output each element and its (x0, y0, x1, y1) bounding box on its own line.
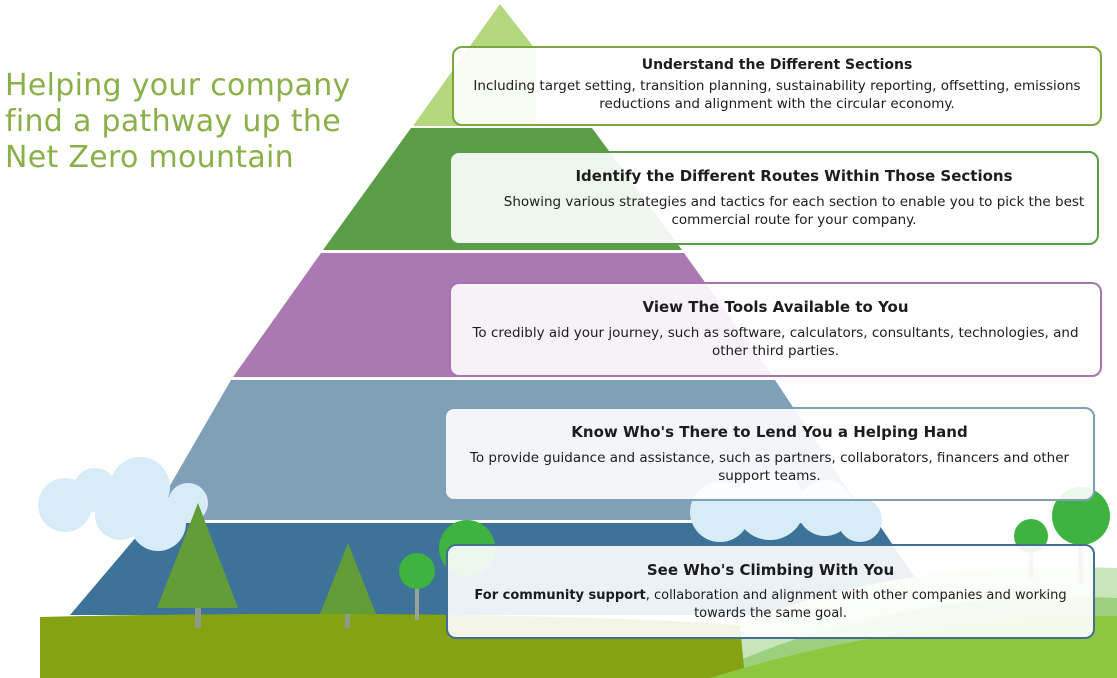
layer-card-identify-routes: Identify the Different Routes Within Tho… (449, 151, 1099, 245)
layer-card-description: Showing various strategies and tactics f… (503, 194, 1085, 228)
page-headline: Helping your company find a pathway up t… (5, 68, 425, 176)
layer-card-description: To provide guidance and assistance, such… (469, 450, 1070, 484)
round-tree-center (399, 553, 435, 620)
layer-card-title: View The Tools Available to You (642, 298, 909, 316)
headline-line-1: Helping your company (5, 68, 351, 103)
layer-card-description: Including target setting, transition pla… (473, 78, 1081, 112)
pine-tree-large (157, 503, 238, 628)
layer-card-title: Identify the Different Routes Within Tho… (575, 167, 1013, 185)
layer-card-title: Understand the Different Sections (641, 57, 913, 73)
headline-line-2: find a pathway up the (5, 104, 341, 139)
pine-tree-small (320, 543, 376, 628)
layer-card-climbing-with-you: See Who's Climbing With You For communit… (446, 544, 1095, 639)
cloud-left (38, 457, 208, 551)
layer-card-title: See Who's Climbing With You (646, 561, 895, 579)
layer-card-description: , collaboration and alignment with other… (645, 588, 1067, 621)
layer-card-helping-hand: Know Who's There to Lend You a Helping H… (444, 407, 1095, 501)
layer-card-title: Know Who's There to Lend You a Helping H… (571, 423, 968, 441)
headline-line-3: Net Zero mountain (5, 140, 294, 175)
layer-card-description-lead: For community support (474, 588, 646, 603)
layer-card-view-tools: View The Tools Available to You To credi… (449, 282, 1102, 377)
layer-card-description-block: For community support, collaboration and… (462, 587, 1079, 623)
layer-card-understand-sections: Understand the Different Sections Includ… (452, 46, 1102, 126)
layer-card-description: To credibly aid your journey, such as so… (472, 325, 1079, 359)
